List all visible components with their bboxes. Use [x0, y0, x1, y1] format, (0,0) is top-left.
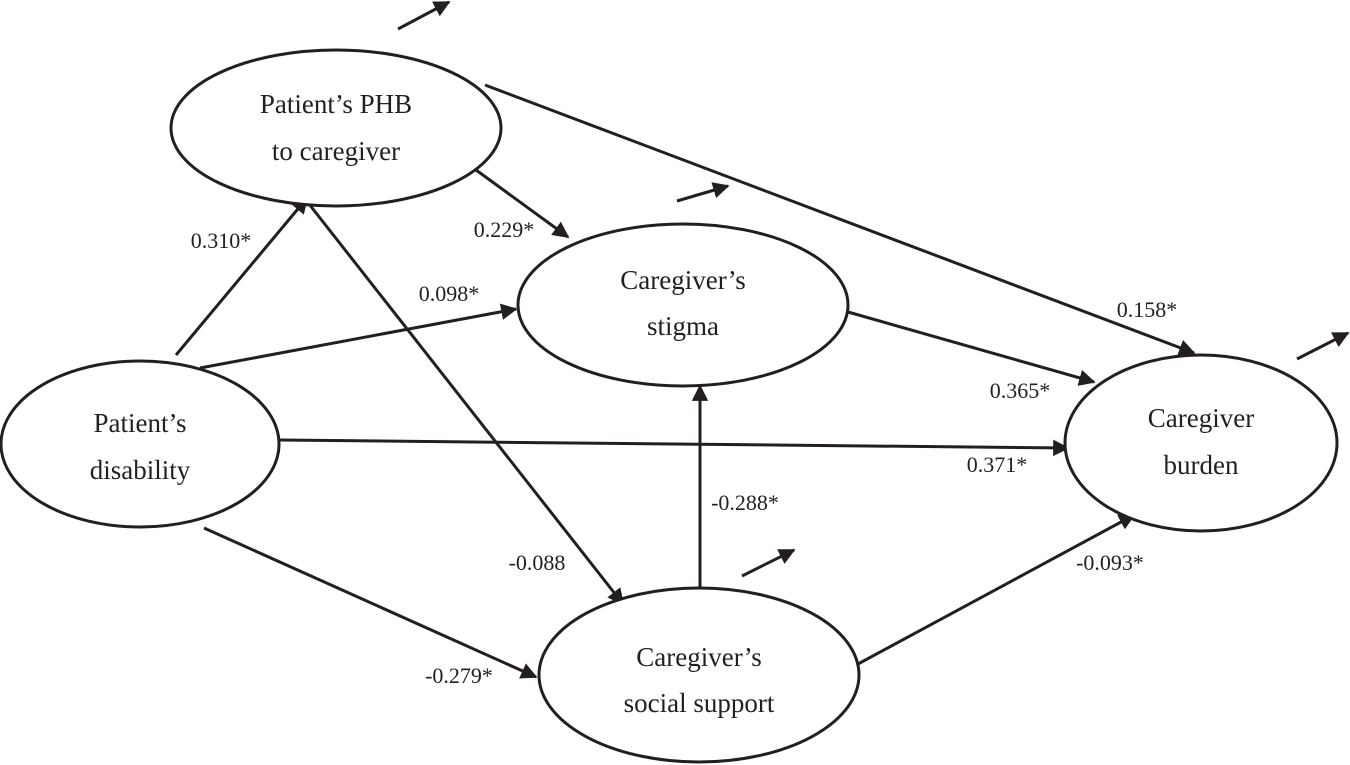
node-phb: Patient’s PHB to caregiver [169, 48, 503, 208]
coef-disability-burden: 0.371* [967, 452, 1028, 477]
edge-support-to-burden [857, 513, 1136, 666]
coef-support-stigma: -0.288* [711, 490, 779, 515]
edge-phb-to-support [307, 203, 625, 606]
coef-disability-support: -0.279* [425, 663, 493, 688]
node-disability: Patient’s disability [0, 359, 281, 529]
node-burden-line-2: burden [1164, 450, 1239, 480]
residual-arrow-burden [1296, 331, 1350, 361]
edge-phb-to-burden [484, 83, 1196, 356]
residual-arrow-phb [397, 0, 451, 31]
edges [174, 83, 1196, 679]
node-disability-line-1: Patient’s [94, 408, 187, 438]
node-burden-line-1: Caregiver [1148, 403, 1254, 433]
node-stigma-line-2: stigma [647, 311, 719, 341]
coef-phb-support: -0.088 [509, 550, 566, 575]
node-burden: Caregiver burden [1063, 353, 1339, 533]
coefficients: 0.310* 0.229* 0.098* 0.158* 0.365* 0.371… [191, 217, 1178, 688]
residual-arrows [397, 0, 1350, 578]
node-support-line-1: Caregiver’s [636, 642, 761, 672]
edge-disability-to-support [203, 526, 538, 679]
edge-disability-to-burden [279, 438, 1070, 457]
edge-phb-to-stigma [475, 168, 570, 239]
coef-phb-burden: 0.158* [1117, 297, 1178, 322]
node-support: Caregiver’s social support [537, 586, 861, 764]
edge-disability-to-phb [174, 196, 309, 356]
residual-arrow-stigma [676, 182, 730, 203]
node-phb-line-2: to caregiver [272, 136, 400, 166]
node-stigma: Caregiver’s stigma [516, 222, 850, 388]
coef-support-burden: -0.093* [1076, 550, 1144, 575]
coef-disability-phb: 0.310* [191, 228, 252, 253]
node-stigma-line-1: Caregiver’s [620, 265, 745, 295]
coef-disability-stigma: 0.098* [419, 281, 480, 306]
coef-stigma-burden: 0.365* [990, 378, 1051, 403]
node-disability-line-2: disability [90, 455, 191, 485]
node-phb-line-1: Patient’s PHB [260, 89, 412, 119]
node-support-line-2: social support [624, 688, 775, 718]
edge-stigma-to-burden [847, 310, 1096, 386]
residual-arrow-support [741, 548, 796, 578]
coef-phb-stigma: 0.229* [474, 217, 535, 242]
edge-disability-to-stigma [199, 303, 518, 370]
